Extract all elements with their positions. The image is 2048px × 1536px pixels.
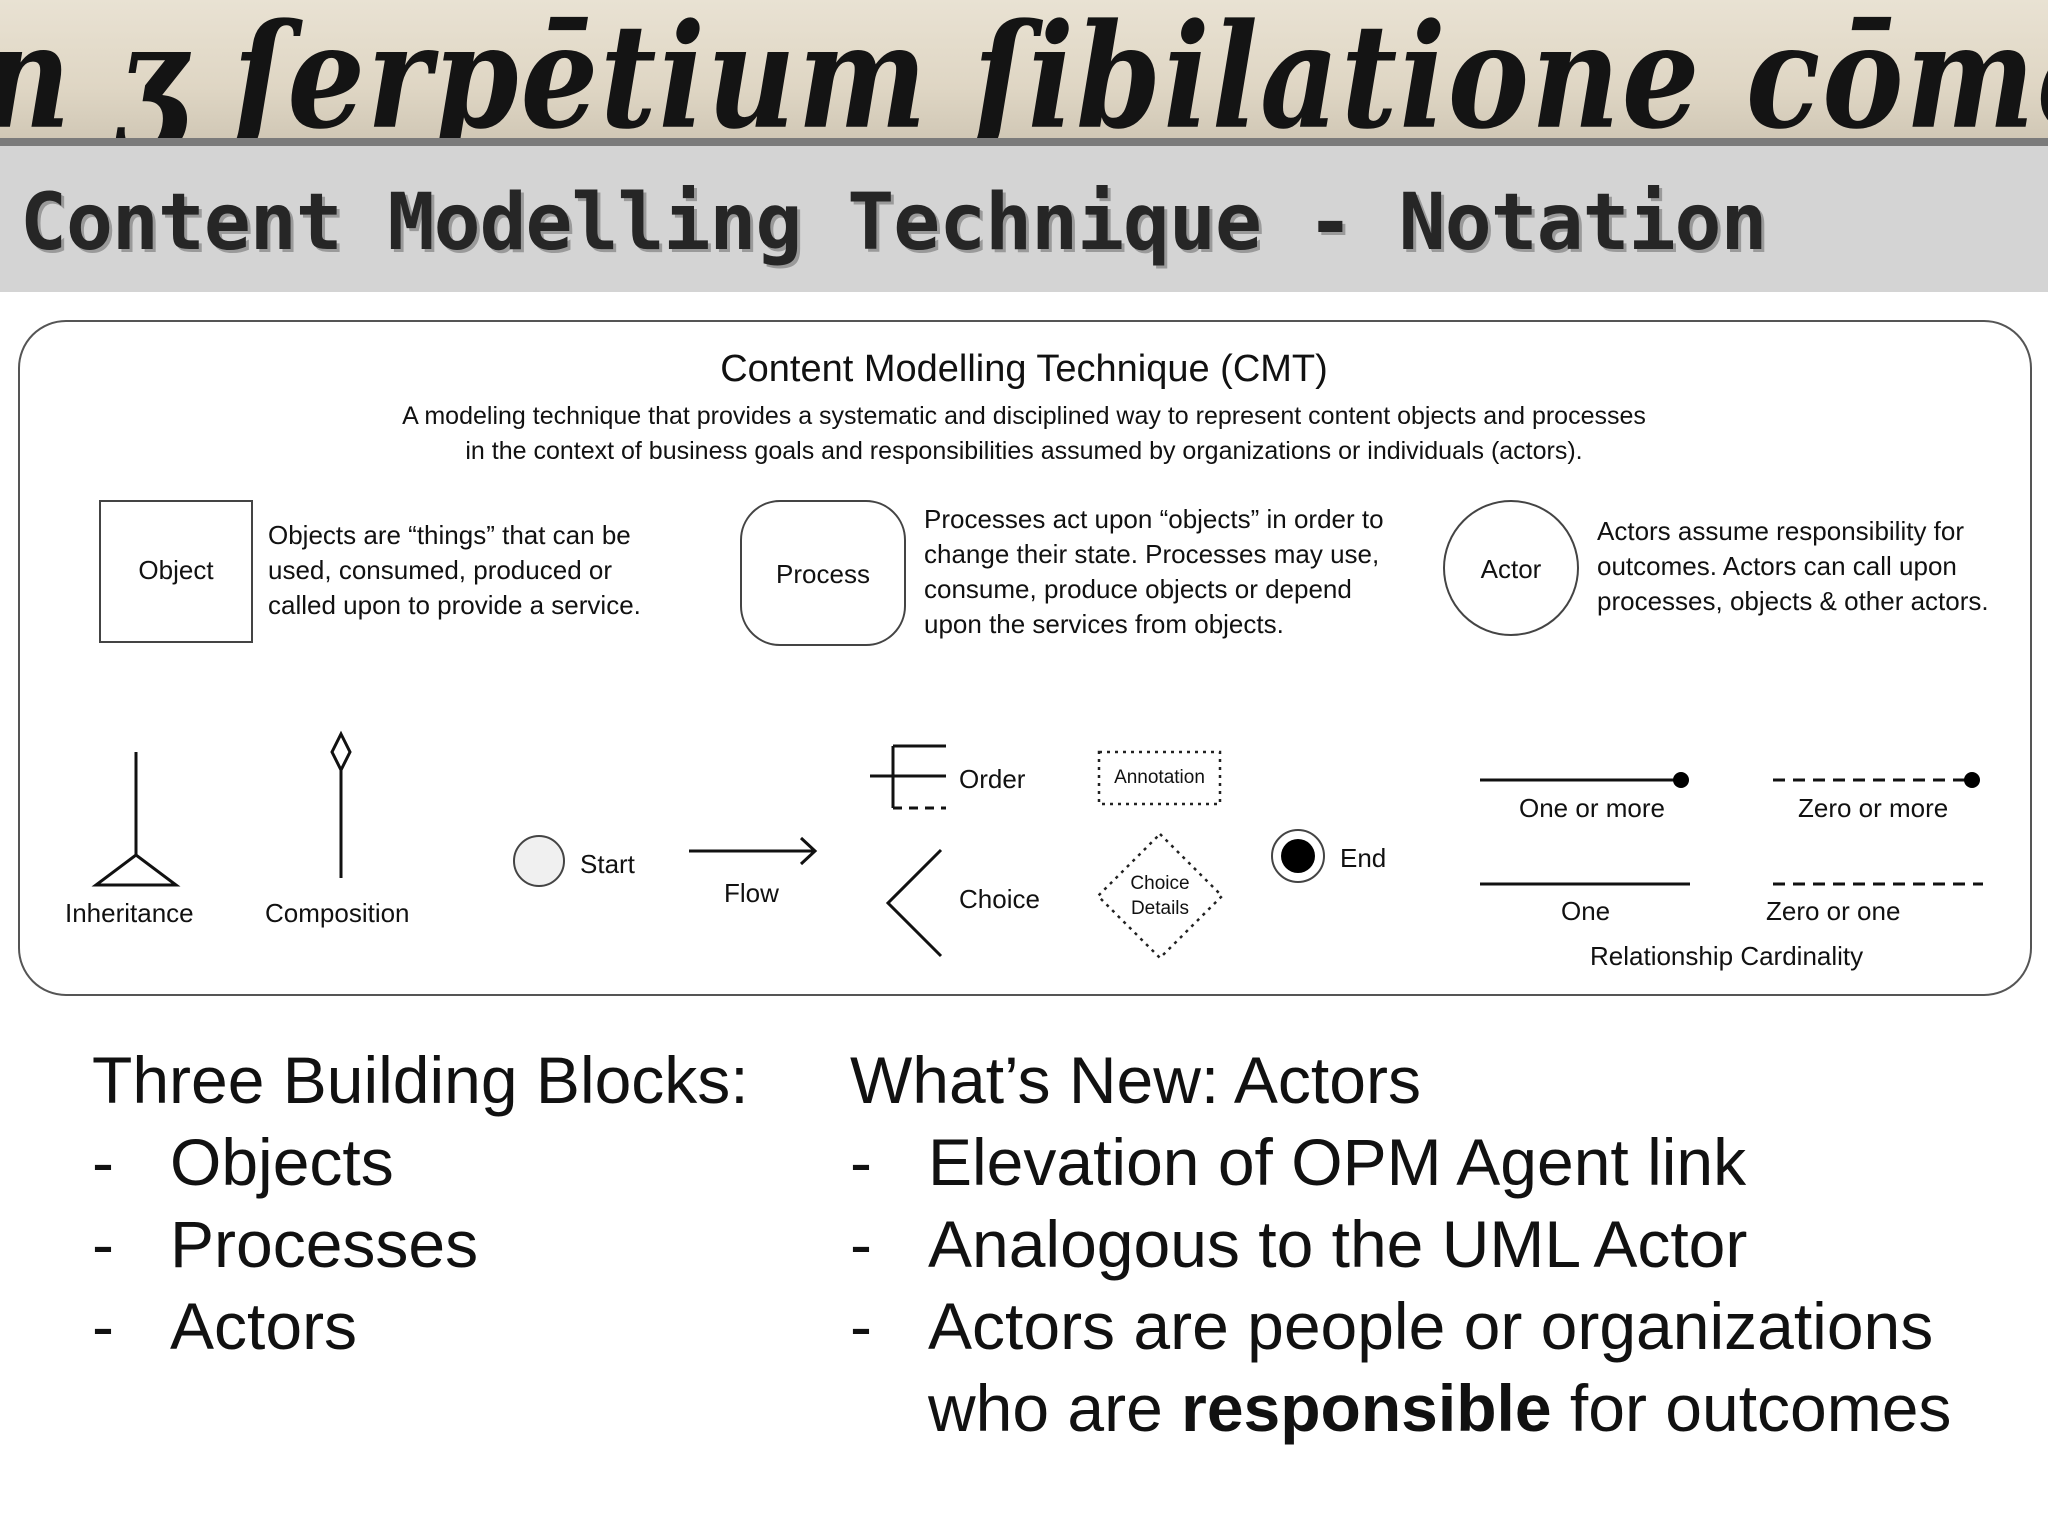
start-symbol [513, 835, 565, 887]
composition-symbol [330, 730, 352, 878]
actor-description: Actors assume responsibility for outcome… [1597, 514, 1989, 619]
end-symbol [1271, 829, 1325, 883]
bullet-dash: - [92, 1289, 114, 1363]
list-item: -Actors are people or organizations [850, 1285, 1951, 1367]
list-item-text: Analogous to the UML Actor [928, 1207, 1748, 1281]
list-item: -Actors [92, 1285, 749, 1367]
process-desc-line: change their state. Processes may use, [924, 539, 1380, 569]
process-desc-line: upon the services from objects. [924, 609, 1284, 639]
list-item: -Analogous to the UML Actor [850, 1203, 1951, 1285]
bullet-dash: - [850, 1207, 872, 1281]
zero-or-one-label: Zero or one [1766, 896, 1901, 926]
building-blocks-list: Three Building Blocks: -Objects -Process… [92, 1039, 749, 1367]
choice-label: Choice [959, 884, 1040, 914]
one-or-more-label: One or more [1519, 793, 1665, 823]
page-title: Content Modelling Technique - Notation [20, 178, 1767, 268]
flow-arrow-symbol [689, 836, 818, 866]
actor-label: Actor [1480, 554, 1542, 584]
end-label: End [1340, 843, 1387, 873]
actor-desc-line: outcomes. Actors can call upon [1597, 551, 1957, 581]
bullet-dash: - [92, 1207, 114, 1281]
list-item-text: Processes [170, 1207, 479, 1281]
actor-desc-line: Actors assume responsibility for [1597, 516, 1965, 546]
object-desc-line: Objects are “things” that can be [268, 520, 631, 550]
object-description: Objects are “things” that can be used, c… [268, 518, 641, 623]
object-label: Object [138, 555, 214, 585]
inheritance-symbol [91, 752, 181, 887]
notation-panel [18, 320, 2032, 996]
whats-new-list: What’s New: Actors -Elevation of OPM Age… [850, 1039, 1951, 1449]
flow-label: Flow [724, 878, 779, 908]
annotation-label: Annotation [1114, 767, 1205, 788]
banner-divider [0, 138, 2048, 146]
building-blocks-heading: Three Building Blocks: [92, 1043, 749, 1117]
list-item-text: Objects [170, 1125, 394, 1199]
composition-label: Composition [265, 898, 410, 928]
annotation-symbol [1097, 750, 1222, 806]
manuscript-banner: n ʒ ſerpētium ſibilatione cōmon. [0, 0, 2048, 146]
cardinality-caption: Relationship Cardinality [1590, 941, 1864, 971]
list-item-text: Actors are people or organizations [928, 1289, 1934, 1363]
one-or-more-line [1480, 772, 1689, 788]
banner-script-text: n ʒ ſerpētium ſibilatione cōmon. [0, 0, 2048, 146]
actor-desc-line: processes, objects & other actors. [1597, 586, 1989, 616]
continuation-text-end: for outcomes [1551, 1371, 1952, 1445]
cmt-title: Content Modelling Technique (CMT) [720, 348, 1328, 390]
choice-details-label-line2: Details [1130, 898, 1190, 919]
bullet-dash: - [92, 1125, 114, 1199]
bullet-dash: - [850, 1125, 872, 1199]
object-desc-line: called upon to provide a service. [268, 590, 641, 620]
cmt-subtitle-line2: in the context of business goals and res… [465, 437, 1583, 465]
inheritance-label: Inheritance [65, 898, 194, 928]
start-label: Start [580, 849, 635, 879]
order-symbol [870, 744, 946, 810]
zero-or-more-line [1773, 772, 1980, 788]
list-item-continuation: who are responsible for outcomes [850, 1367, 1951, 1449]
bullet-dash: - [850, 1289, 872, 1363]
responsible-emphasis: responsible [1181, 1371, 1552, 1445]
one-label: One [1561, 896, 1611, 926]
actor-shape [1443, 500, 1579, 636]
choice-details-symbol [1096, 832, 1224, 960]
choice-details-label-line1: Choice [1130, 873, 1190, 894]
title-bar [0, 146, 2048, 292]
list-item-text: Elevation of OPM Agent link [928, 1125, 1747, 1199]
cmt-subtitle-line1: A modeling technique that provides a sys… [402, 402, 1646, 430]
list-item: -Objects [92, 1121, 749, 1203]
process-description: Processes act upon “objects” in order to… [924, 502, 1384, 642]
continuation-text: who are [928, 1371, 1182, 1445]
list-item: -Processes [92, 1203, 749, 1285]
object-desc-line: used, consumed, produced or [268, 555, 612, 585]
zero-or-more-label: Zero or more [1798, 793, 1949, 823]
choice-symbol [885, 848, 943, 958]
list-item-text: Actors [170, 1289, 358, 1363]
process-shape [740, 500, 906, 646]
list-item: -Elevation of OPM Agent link [850, 1121, 1951, 1203]
process-desc-line: Processes act upon “objects” in order to [924, 504, 1384, 534]
process-desc-line: consume, produce objects or depend [924, 574, 1352, 604]
order-label: Order [959, 764, 1026, 794]
whats-new-heading: What’s New: Actors [850, 1043, 1421, 1117]
object-shape [99, 500, 253, 643]
process-label: Process [776, 559, 870, 589]
